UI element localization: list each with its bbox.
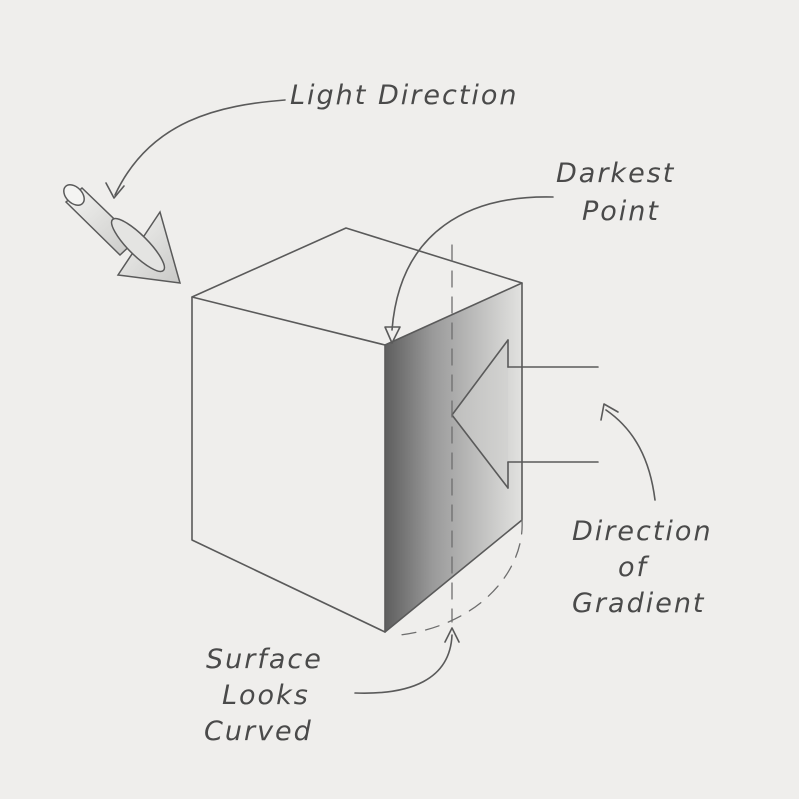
surface-label-line3: Curved [204, 716, 313, 747]
dashed-curve [399, 519, 523, 636]
darkest-pointer-head [384, 326, 401, 344]
gradient-pointer-head [600, 403, 619, 421]
light-pointer-line [114, 99, 286, 196]
light-arrow-icon [63, 184, 182, 284]
darkest-pointer-line [391, 196, 554, 331]
light-pointer-head [105, 182, 125, 199]
light-direction-label: Light Direction [290, 80, 519, 111]
surface-label-line1: Surface [206, 644, 323, 675]
cube-left-face [191, 296, 386, 633]
surface-label-line2: Looks [222, 680, 310, 711]
gradient-label-line2: of [618, 552, 650, 583]
cube [191, 227, 599, 636]
gradient-label-line3: Gradient [572, 588, 706, 619]
darkest-label-line1: Darkest [556, 158, 675, 189]
gradient-arrow-fill [452, 340, 508, 488]
curved-pointer-line [354, 634, 453, 694]
gradient-pointer-line [605, 409, 656, 501]
darkest-label-line2: Point [582, 196, 660, 227]
gradient-label-line1: Direction [572, 516, 713, 547]
curved-pointer-head [444, 627, 460, 643]
